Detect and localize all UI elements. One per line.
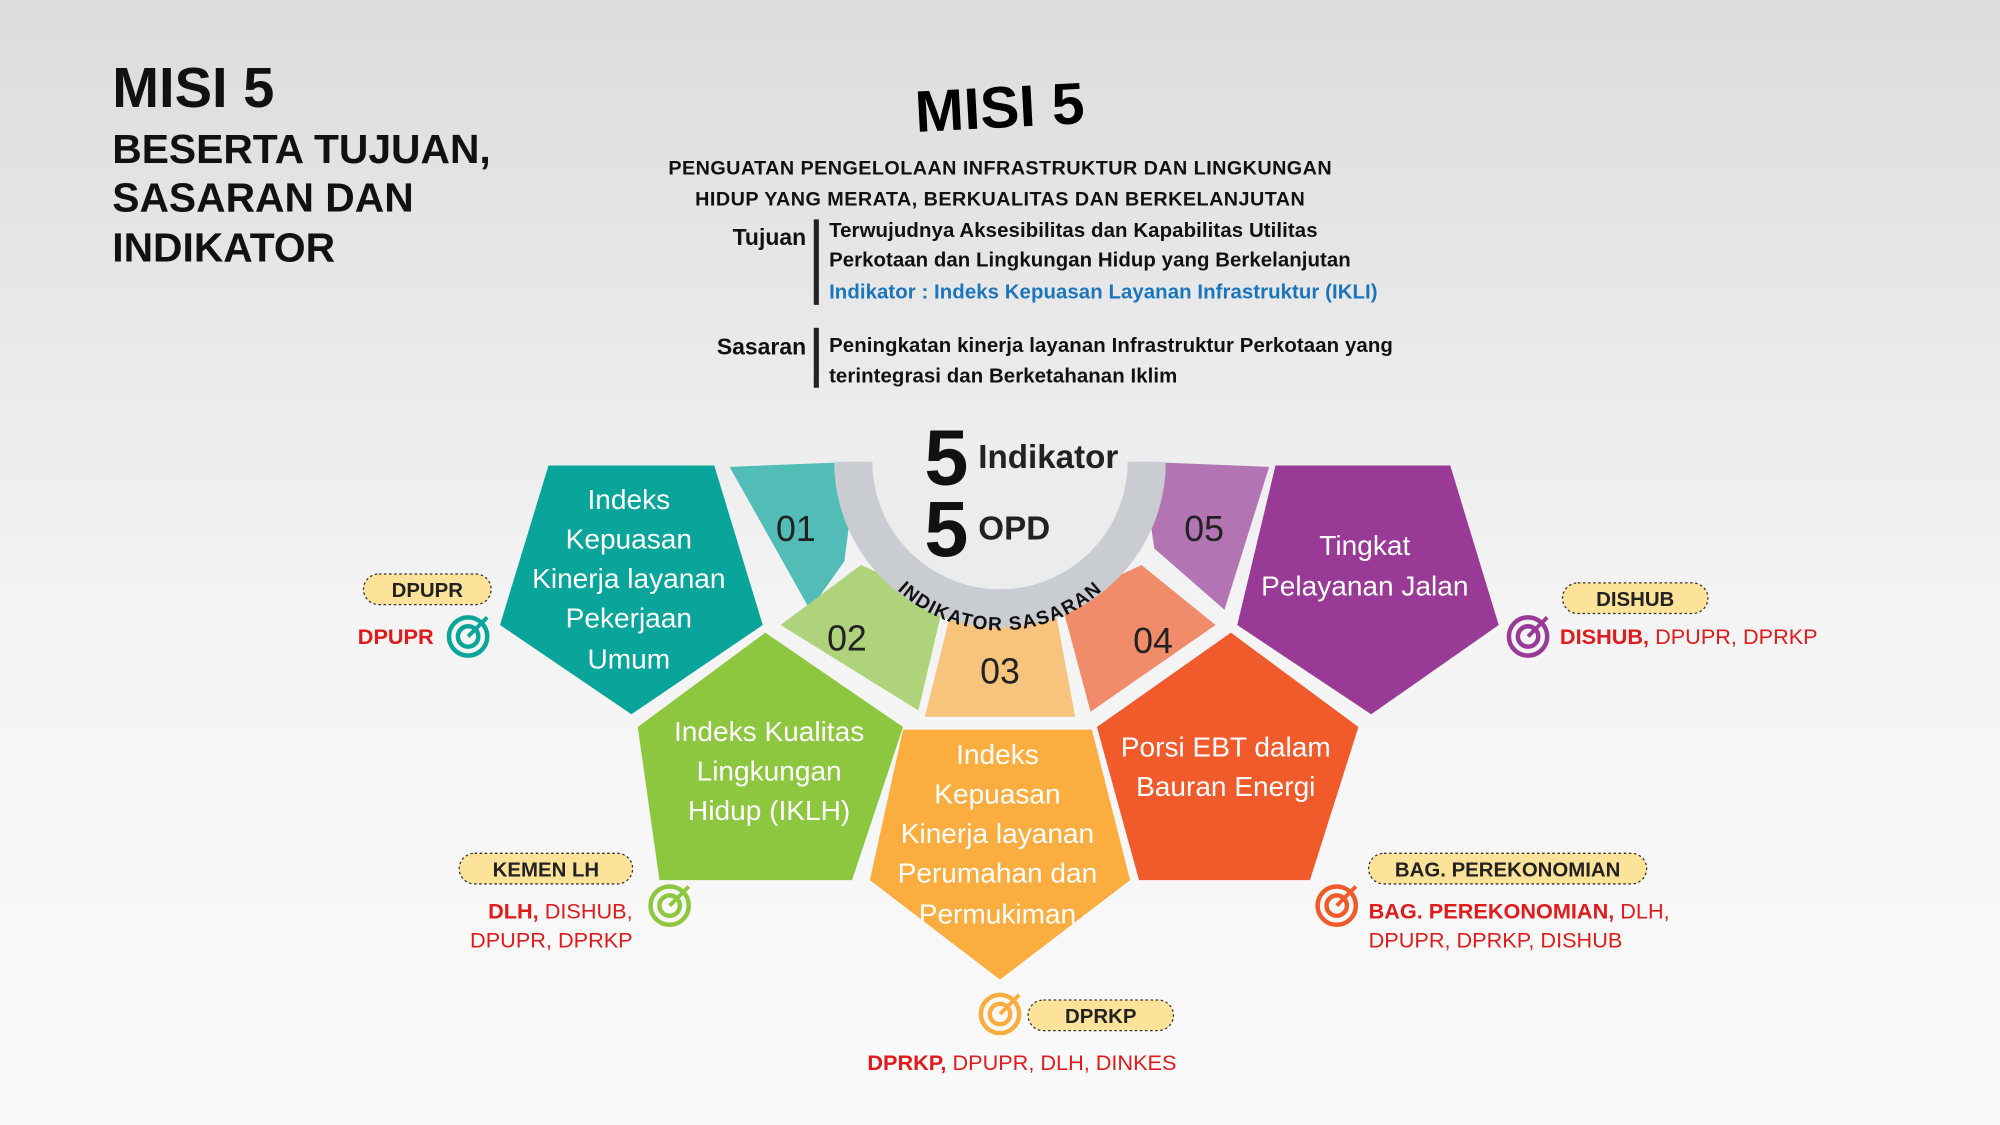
indicator-4-pentagon [1096,632,1359,881]
target-icon [1315,884,1359,927]
opd-list: DLH, DISHUB, [488,898,633,923]
indicator-2-pentagon [637,632,904,881]
misi-title: MISI 5 [913,71,1086,145]
opd-list: DPUPR, DPRKP, DISHUB [1369,928,1623,953]
indicator-1-pentagon [500,465,763,715]
badge-label: KEMEN LH [493,859,599,881]
segment-05 [1141,461,1270,610]
divider [813,327,819,388]
indicator-3-text: Kinerja layanan [901,818,1094,849]
tujuan-text: Perkotaan dan Lingkungan Hidup yang Berk… [829,250,1351,272]
indicator-4-text: Bauran Energi [1136,771,1315,802]
indicator-1-text: Kepuasan [566,523,692,554]
target-icon [446,615,490,658]
indicator-1-text: Indeks [588,484,671,515]
segment-number: 03 [980,652,1020,692]
misi-text: PENGUATAN PENGELOLAAN INFRASTRUKTUR DAN … [668,158,1331,180]
target-icon [648,884,692,927]
opd-list: BAG. PEREKONOMIAN, DLH, [1369,898,1670,923]
badge-label: DPRKP [1065,1006,1136,1028]
indicator-5-text: Tingkat [1319,530,1410,561]
indicator-4-text: Porsi EBT dalam [1121,731,1331,762]
indicator-3-text: Indeks [956,739,1039,770]
indicator-2-text: Indeks Kualitas [674,716,864,747]
opd-list: DPRKP, DPUPR, DLH, DINKES [867,1050,1176,1075]
segment-01 [729,461,858,610]
left-title-line: MISI 5 [112,56,274,119]
indikator-label: Indikator [978,439,1118,476]
left-title: MISI 5 BESERTA TUJUAN, SASARAN DAN INDIK… [112,56,491,270]
segment-number: 01 [776,509,816,549]
target-icon [978,992,1022,1036]
tujuan-label: Tujuan [733,224,806,250]
hub-center [872,461,1128,590]
indikator-count: 5 [924,413,968,502]
indicator-5-pentagon [1237,465,1499,715]
indicator-5-text: Pelayanan Jalan [1261,571,1468,602]
opd-label: OPD [978,511,1050,548]
badge-kemen-lh [458,852,634,885]
left-title-line: BESERTA TUJUAN, [112,126,491,172]
indicator-1-text: Kinerja layanan [532,563,725,594]
badge-label: DPUPR [392,580,464,602]
indicator-3-text: Kepuasan [934,779,1060,810]
badge-dprkp [1027,999,1175,1032]
tujuan-text: Terwujudnya Aksesibilitas dan Kapabilita… [829,220,1318,242]
segment-03 [924,614,1076,717]
indicator-3-text: Permukiman [919,898,1076,929]
divider [813,219,819,305]
badge-dpupr [362,573,492,606]
indicator-3-pentagon [869,729,1131,980]
badge-bag-perekonomian [1367,852,1648,885]
badge-dishub [1561,582,1709,615]
segment-number: 05 [1184,509,1224,549]
left-title-line: SASARAN DAN [112,175,413,221]
segment-number: 04 [1133,621,1173,661]
indicator-3-text: Perumahan dan [898,858,1098,889]
segment-04 [1061,565,1216,712]
tujuan-indikator: Indikator : Indeks Kepuasan Layanan Infr… [829,281,1377,303]
segment-number: 02 [827,619,867,659]
opd-list: DPUPR, DPRKP [470,928,633,953]
indicator-2-text: Hidup (IKLH) [688,795,850,826]
indicator-2-text: Lingkungan [697,756,842,787]
left-title-line: INDIKATOR [112,224,335,270]
target-icon [1506,615,1550,658]
badge-label: BAG. PEREKONOMIAN [1395,859,1620,881]
sasaran-text: Peningkatan kinerja layanan Infrastruktu… [829,335,1393,357]
segment-02 [780,565,944,711]
misi-text: HIDUP YANG MERATA, BERKUALITAS DAN BERKE… [695,188,1305,210]
sasaran-label: Sasaran [717,334,806,360]
opd-lead: DPUPR [358,624,434,649]
indicator-1-text: Umum [588,643,671,674]
opd-list: DISHUB, DPUPR, DPRKP [1560,624,1818,649]
opd-count: 5 [924,484,968,573]
badge-label: DISHUB [1596,589,1674,611]
sasaran-text: terintegrasi dan Berketahanan Iklim [829,366,1177,388]
indicator-1-text: Pekerjaan [566,603,692,634]
